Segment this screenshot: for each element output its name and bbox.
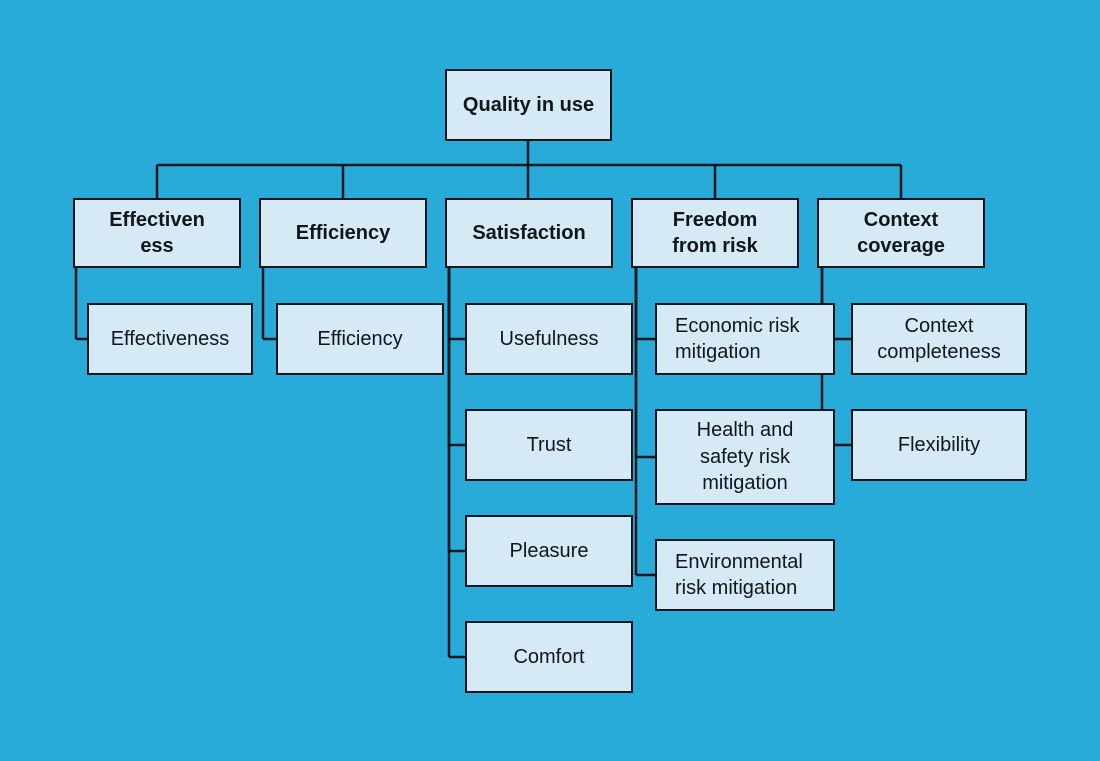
node-label: Trust <box>526 433 572 456</box>
node-label: Efficiency <box>295 221 391 244</box>
node-label: Satisfaction <box>472 221 586 244</box>
node-pleasure[interactable]: Pleasure <box>465 515 633 587</box>
node-label: Efficiency <box>317 327 403 350</box>
node-label: Effectiven ess <box>109 208 205 257</box>
node-label: Pleasure <box>509 539 589 562</box>
node-usefulness[interactable]: Usefulness <box>465 303 633 375</box>
node-economic-risk-mitigation[interactable]: Economic risk mitigation <box>655 303 835 375</box>
node-context-coverage[interactable]: Context coverage <box>817 198 985 268</box>
node-label: Quality in use <box>462 93 595 116</box>
node-label: Economic risk mitigation <box>675 314 800 363</box>
node-trust[interactable]: Trust <box>465 409 633 481</box>
node-satisfaction[interactable]: Satisfaction <box>445 198 613 268</box>
node-label: Freedom from risk <box>672 208 758 257</box>
node-effectiven-ess[interactable]: Effectiven ess <box>73 198 241 268</box>
node-label: Flexibility <box>897 433 981 456</box>
node-label: Context coverage <box>857 208 945 257</box>
node-context-completeness[interactable]: Context completeness <box>851 303 1027 375</box>
node-environmental-risk-mitigation[interactable]: Environmental risk mitigation <box>655 539 835 611</box>
node-label: Environmental risk mitigation <box>675 550 803 599</box>
node-label: Health and safety risk mitigation <box>696 419 794 495</box>
node-flexibility[interactable]: Flexibility <box>851 409 1027 481</box>
node-label: Comfort <box>513 645 585 668</box>
node-label: Context completeness <box>877 314 1001 363</box>
node-root-quality-in-use[interactable]: Quality in use <box>445 69 612 141</box>
node-comfort[interactable]: Comfort <box>465 621 633 693</box>
node-freedom-from-risk[interactable]: Freedom from risk <box>631 198 799 268</box>
node-efficiency[interactable]: Efficiency <box>259 198 427 268</box>
node-efficiency[interactable]: Efficiency <box>276 303 444 375</box>
node-health-and-safety-risk-mitigation[interactable]: Health and safety risk mitigation <box>655 409 835 505</box>
node-label: Usefulness <box>499 327 599 350</box>
node-effectiveness[interactable]: Effectiveness <box>87 303 253 375</box>
node-label: Effectiveness <box>110 327 230 350</box>
